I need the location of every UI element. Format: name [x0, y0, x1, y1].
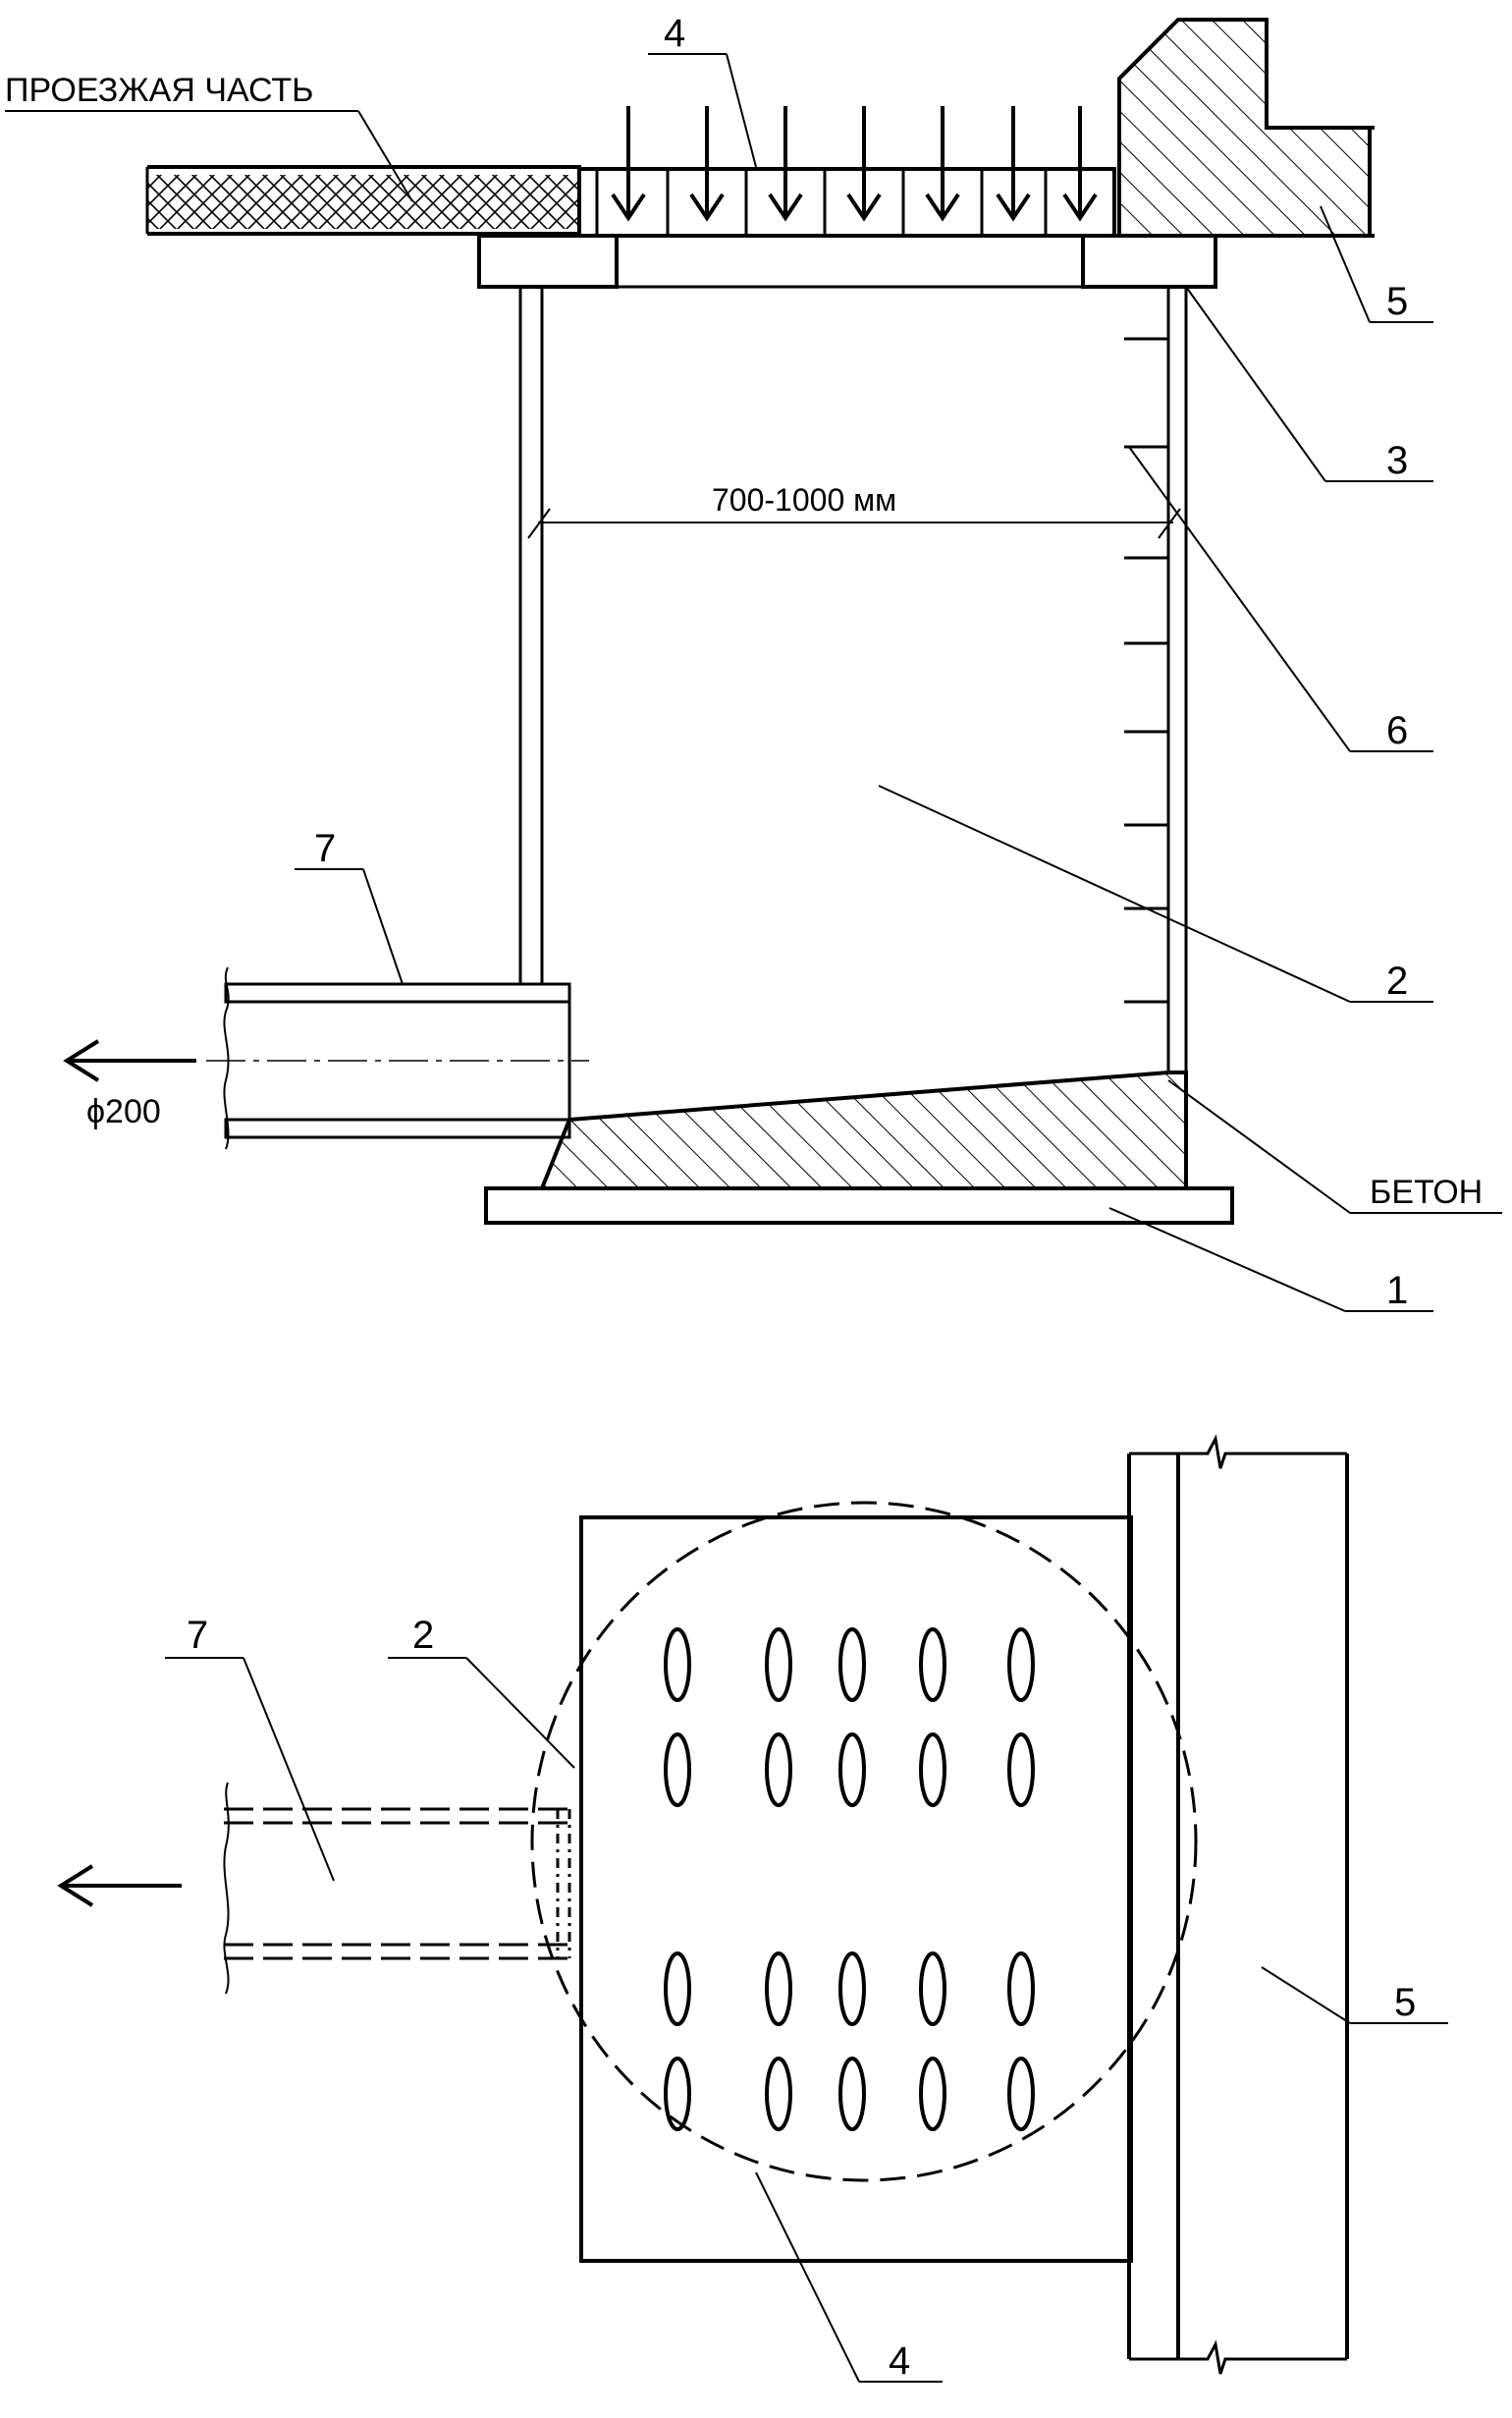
plan-view: [57, 1434, 1448, 2383]
plan-leader-lines: [165, 1657, 1448, 2383]
plan-curb: [1127, 1434, 1349, 2375]
ladder-rungs: [1124, 337, 1168, 1004]
leader-lines: [5, 53, 1502, 1312]
plan-label-5: 5: [1394, 1981, 1416, 2024]
plan-outlet-pipe: [224, 1807, 571, 1960]
plan-grate-circle: [530, 1501, 1198, 2182]
label-6: 6: [1386, 709, 1408, 752]
curb: [1117, 18, 1375, 238]
flow-arrows: [611, 106, 1098, 222]
plan-slots: [664, 1627, 1035, 2131]
label-5-top: 5: [1386, 280, 1408, 323]
label-7-top: 7: [314, 827, 336, 870]
label-2-top: 2: [1386, 960, 1408, 1003]
plan-pipe-break: [223, 1782, 230, 1995]
base-slab: [484, 1186, 1234, 1225]
plan-label-7: 7: [187, 1614, 208, 1657]
outflow-arrow: [63, 1039, 196, 1082]
outlet-pipe: [206, 966, 589, 1150]
label-3: 3: [1386, 439, 1408, 482]
plan-label-4: 4: [889, 2339, 910, 2383]
concrete-bottom: [539, 1071, 1188, 1190]
support-ring: [477, 234, 1217, 289]
grate: [577, 106, 1116, 238]
roadway-pavement: [145, 165, 581, 236]
concrete-label: БЕТОН: [1370, 1174, 1483, 1211]
label-4-top: 4: [664, 12, 685, 55]
chamber-walls: [518, 285, 1188, 1074]
label-1: 1: [1386, 1269, 1408, 1312]
plan-outflow-arrow: [57, 1864, 182, 1907]
plan-label-2: 2: [412, 1614, 434, 1657]
section-view: [5, 18, 1502, 1312]
pipe-diameter-label: ϕ200: [86, 1093, 161, 1130]
width-dimension-label: 700-1000 мм: [712, 482, 896, 518]
roadway-label: ПРОЕЗЖАЯ ЧАСТЬ: [5, 72, 313, 109]
